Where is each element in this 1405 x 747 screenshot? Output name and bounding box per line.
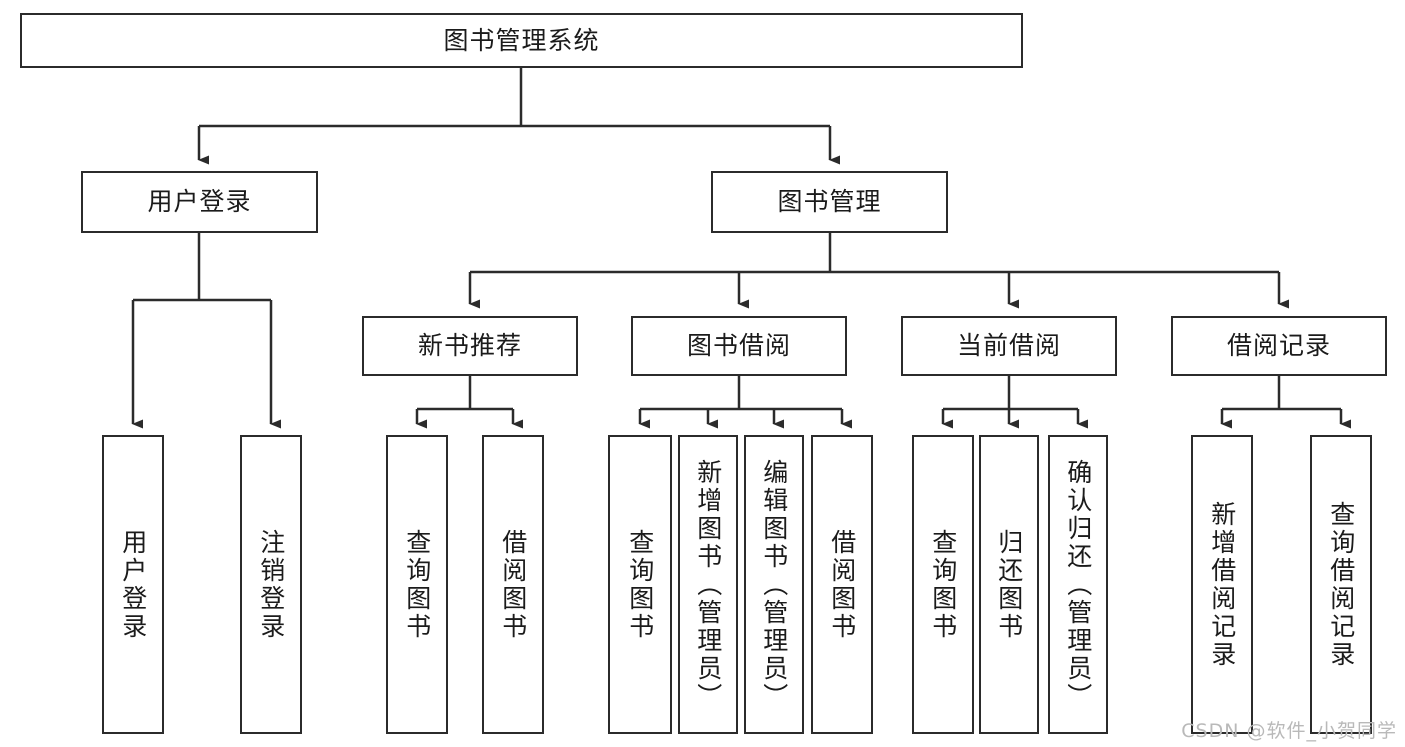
leaf-query-book-recommend-label: 查询图书 [402, 528, 432, 641]
node-borrow-records[interactable]: 借阅记录 [1171, 316, 1387, 376]
leaf-confirm-return-admin-label: 确认归还（管理员） [1063, 458, 1093, 711]
leaf-borrow-book[interactable]: 借阅图书 [811, 435, 873, 734]
leaf-query-book-recommend[interactable]: 查询图书 [386, 435, 448, 734]
leaf-query-book-current[interactable]: 查询图书 [912, 435, 974, 734]
node-book-management-label: 图书管理 [777, 187, 882, 217]
node-new-book-recommend-label: 新书推荐 [417, 331, 522, 361]
leaf-user-login[interactable]: 用户登录 [102, 435, 164, 734]
node-borrow-records-label: 借阅记录 [1226, 331, 1331, 361]
leaf-logout-label: 注销登录 [256, 528, 286, 641]
leaf-add-book-admin-label: 新增图书（管理员） [693, 458, 723, 711]
leaf-return-book[interactable]: 归还图书 [979, 435, 1039, 734]
node-book-management[interactable]: 图书管理 [711, 171, 948, 233]
leaf-query-borrow-record[interactable]: 查询借阅记录 [1310, 435, 1372, 734]
leaf-add-borrow-record[interactable]: 新增借阅记录 [1191, 435, 1253, 734]
leaf-borrow-book-recommend-label: 借阅图书 [498, 528, 528, 641]
node-new-book-recommend[interactable]: 新书推荐 [362, 316, 578, 376]
leaf-query-book-borrow-label: 查询图书 [625, 528, 655, 641]
leaf-confirm-return-admin[interactable]: 确认归还（管理员） [1048, 435, 1108, 734]
leaf-query-borrow-record-label: 查询借阅记录 [1326, 500, 1356, 669]
leaf-query-book-current-label: 查询图书 [928, 528, 958, 641]
leaf-query-book-borrow[interactable]: 查询图书 [608, 435, 672, 734]
node-book-borrow-label: 图书借阅 [686, 331, 791, 361]
leaf-borrow-book-recommend[interactable]: 借阅图书 [482, 435, 544, 734]
watermark: CSDN @软件_小贺同学 [1181, 720, 1397, 742]
node-root[interactable]: 图书管理系统 [20, 13, 1023, 68]
leaf-edit-book-admin[interactable]: 编辑图书（管理员） [744, 435, 804, 734]
node-current-borrow[interactable]: 当前借阅 [901, 316, 1117, 376]
node-root-label: 图书管理系统 [443, 25, 600, 55]
node-current-borrow-label: 当前借阅 [956, 331, 1061, 361]
leaf-borrow-book-label: 借阅图书 [827, 528, 857, 641]
leaf-user-login-label: 用户登录 [118, 528, 148, 641]
node-user-login[interactable]: 用户登录 [81, 171, 318, 233]
leaf-add-book-admin[interactable]: 新增图书（管理员） [678, 435, 738, 734]
leaf-edit-book-admin-label: 编辑图书（管理员） [759, 458, 789, 711]
leaf-add-borrow-record-label: 新增借阅记录 [1207, 500, 1237, 669]
leaf-logout[interactable]: 注销登录 [240, 435, 302, 734]
node-book-borrow[interactable]: 图书借阅 [631, 316, 847, 376]
leaf-return-book-label: 归还图书 [994, 528, 1024, 641]
node-user-login-label: 用户登录 [147, 187, 252, 217]
